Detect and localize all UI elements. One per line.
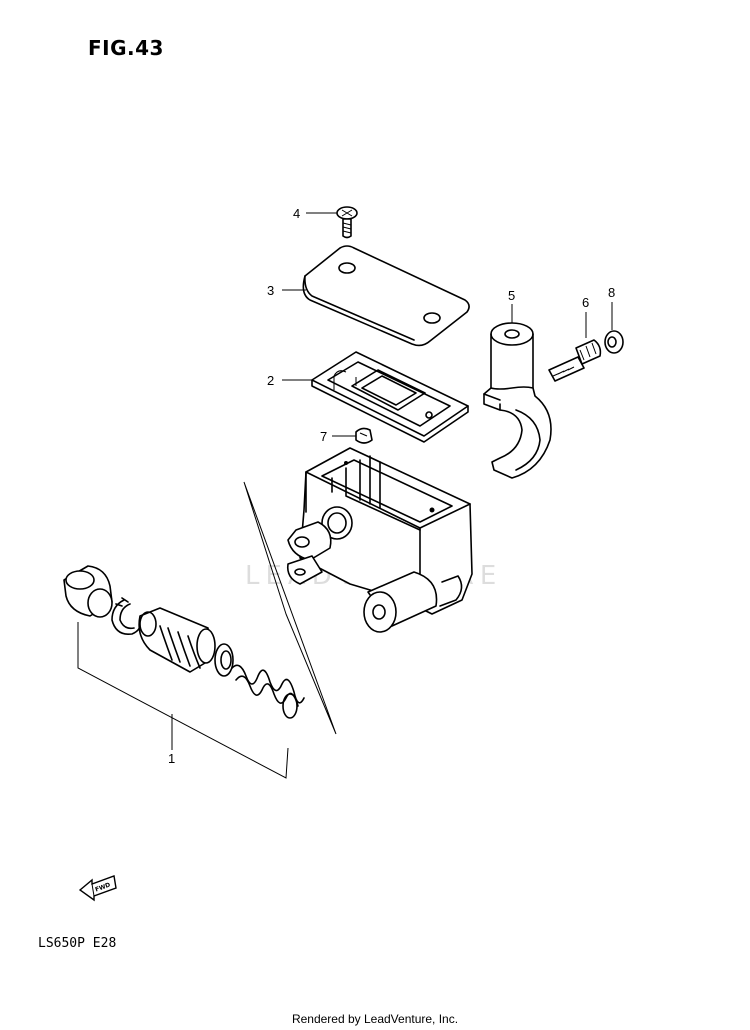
callout-8: 8	[608, 285, 615, 300]
part-7-cap	[355, 427, 373, 444]
figure-title: FIG.43	[88, 36, 164, 60]
leader-lines	[282, 212, 613, 437]
part-1-piston-kit	[63, 565, 305, 719]
callout-1: 1	[168, 751, 175, 766]
part-2-diaphragm	[311, 351, 469, 443]
fwd-label: FWD	[94, 882, 111, 894]
fwd-arrow-icon: FWD	[78, 875, 117, 902]
part-1-bracket	[77, 481, 337, 779]
part-8-washer	[604, 330, 624, 354]
model-code: LS650P E28	[38, 936, 117, 951]
master-cylinder-body	[286, 447, 473, 633]
callout-3: 3	[267, 283, 274, 298]
callout-6: 6	[582, 295, 589, 310]
part-4-screw	[336, 206, 358, 239]
callout-5: 5	[508, 288, 515, 303]
callout-2: 2	[267, 373, 274, 388]
footer-credit: Rendered by LeadVenture, Inc.	[291, 1012, 459, 1026]
part-6-bolt	[548, 339, 602, 382]
callout-7: 7	[320, 429, 327, 444]
part-3-reservoir-cap	[302, 245, 470, 347]
part-5-clamp	[483, 322, 552, 479]
callout-4: 4	[293, 206, 300, 221]
